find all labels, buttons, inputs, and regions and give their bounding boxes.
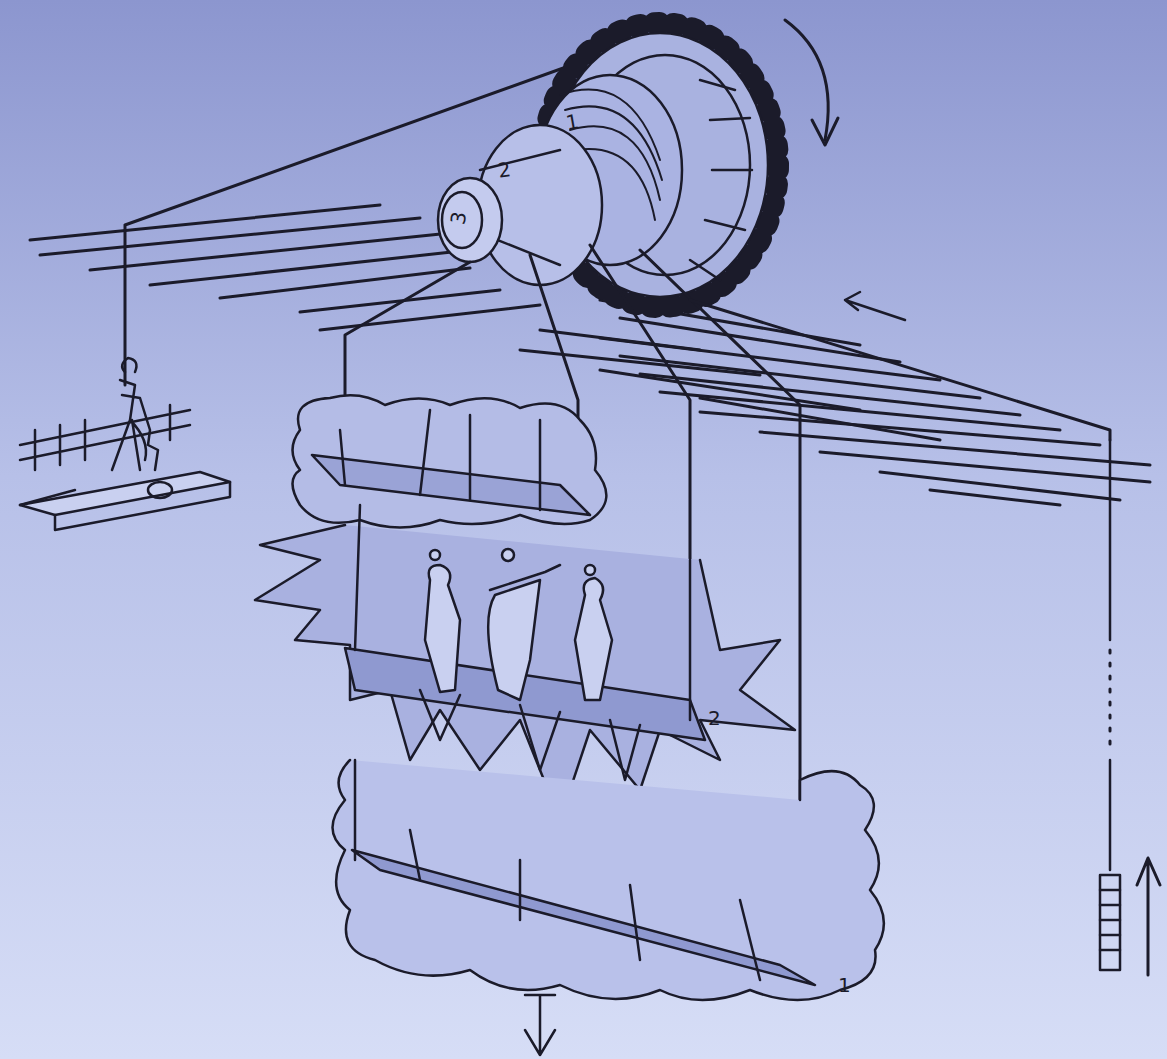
down-arrow [525,995,555,1055]
cloud-top [293,395,607,527]
worker-platform [20,358,230,530]
callout-number: 1 [838,975,851,995]
callout-number: 2 [497,159,512,181]
callout-number: 2 [708,708,721,728]
people [425,549,612,700]
arrow [845,292,905,320]
counterweight [1100,440,1160,975]
arrow-head [812,118,838,145]
drum-3 [438,178,502,262]
cloud-bottom [333,760,884,1000]
starburst-middle [255,505,795,820]
rotation-arrow [785,20,828,140]
